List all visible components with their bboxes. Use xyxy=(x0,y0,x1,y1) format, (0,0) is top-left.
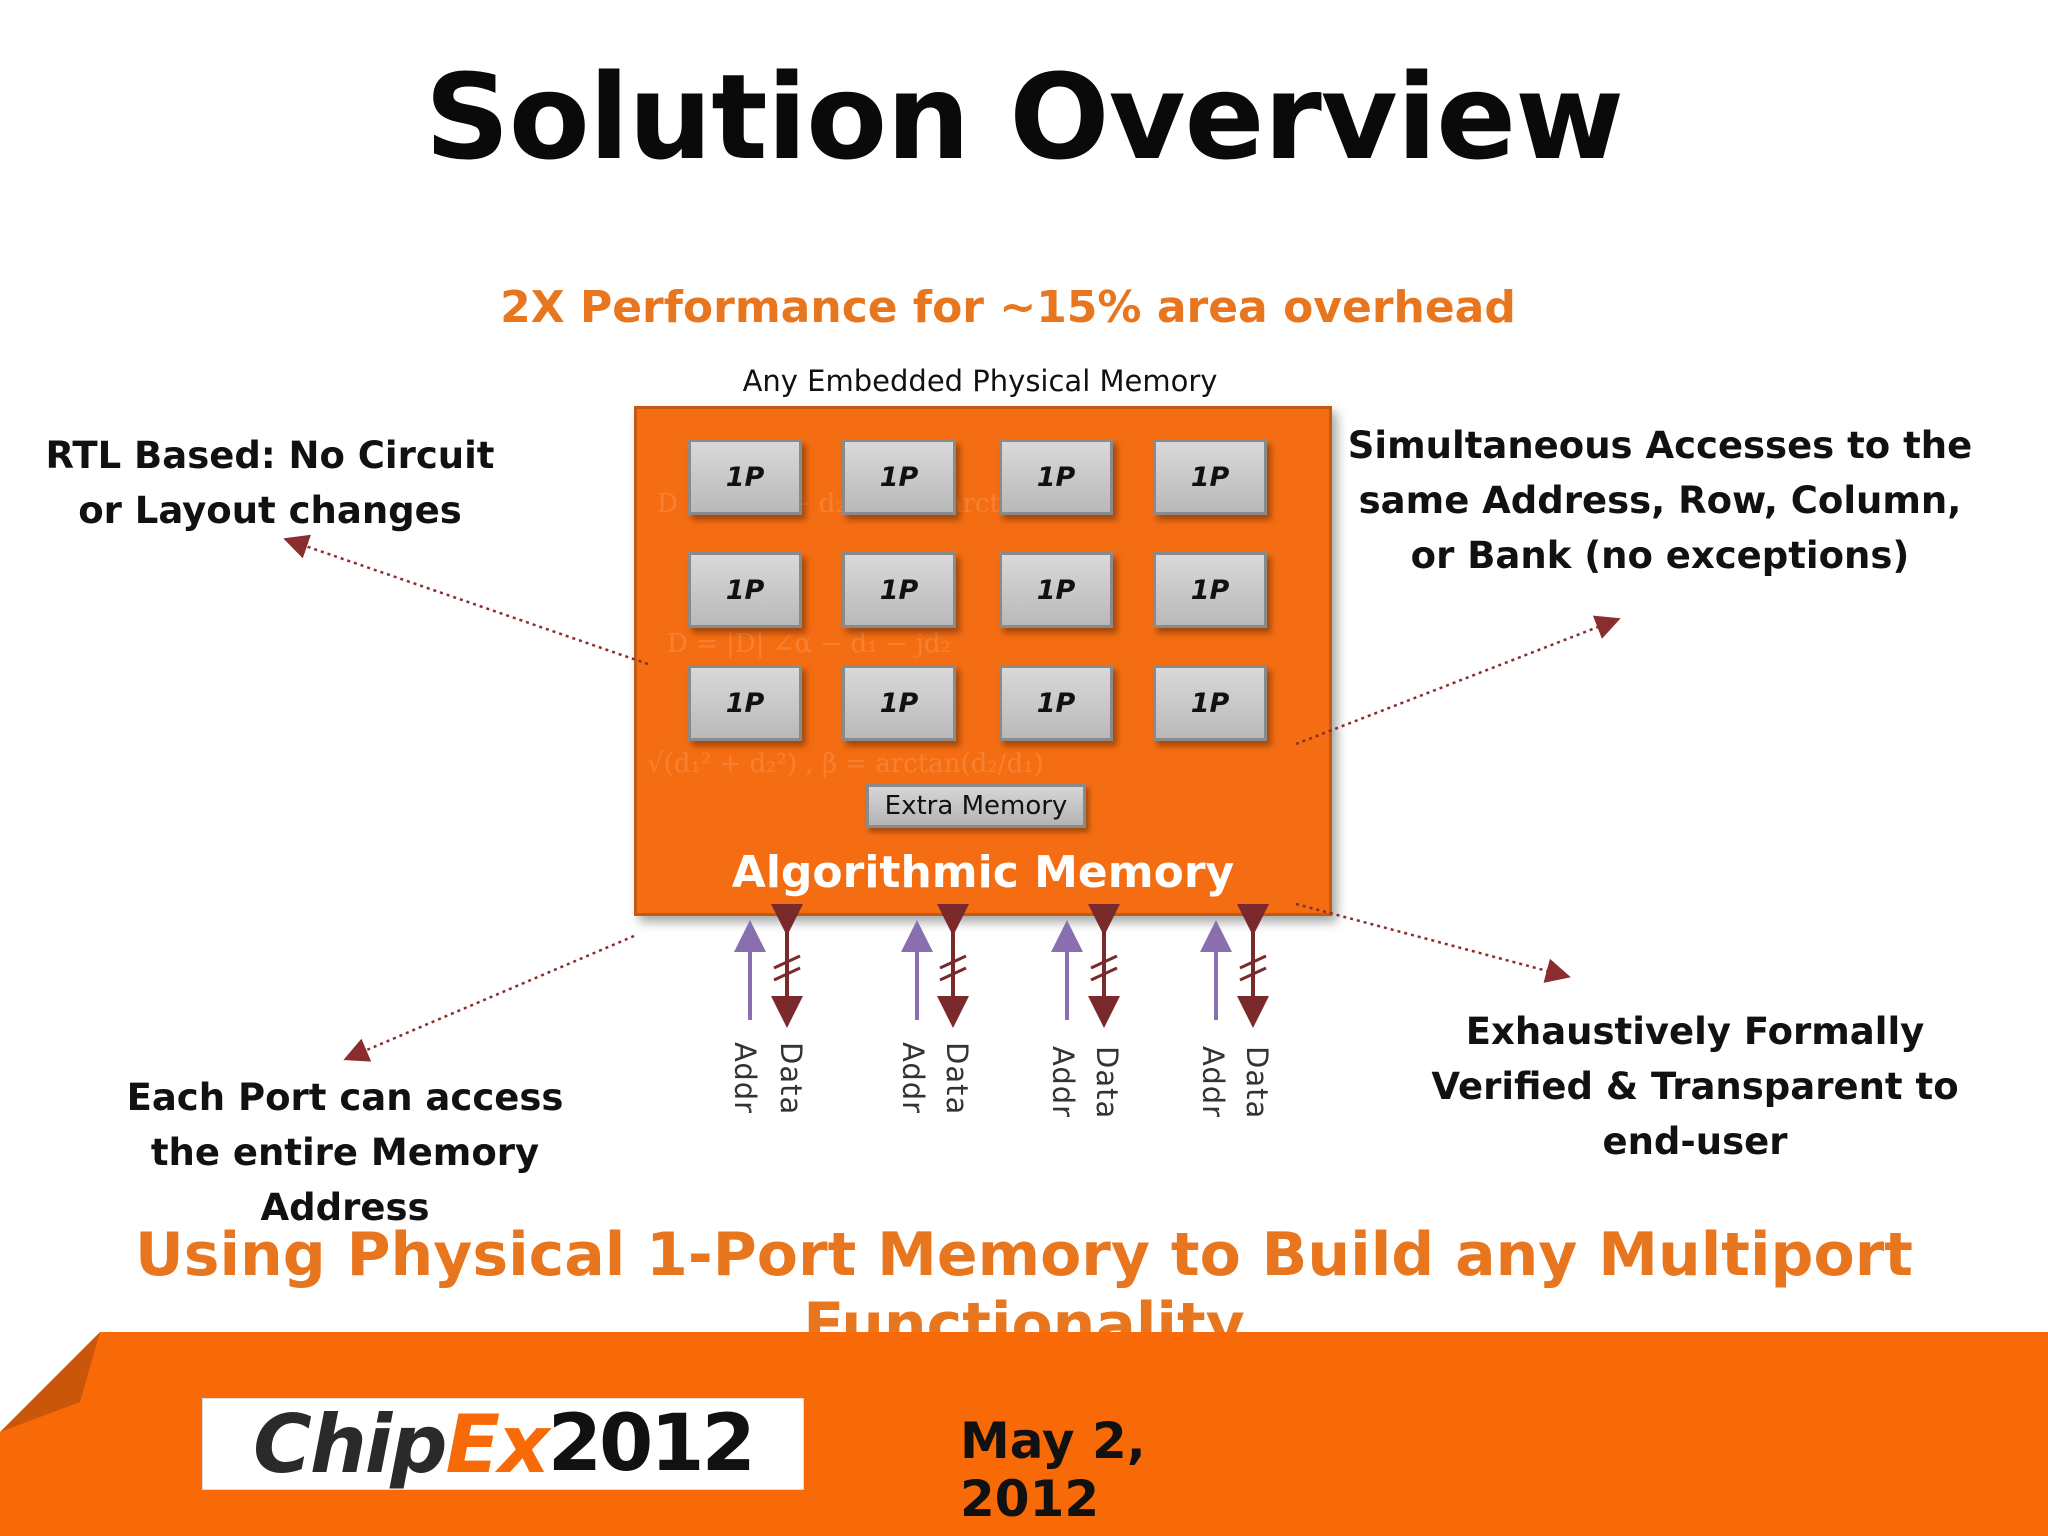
memory-cell-1p: 1P xyxy=(688,552,802,628)
memory-cell-1p: 1P xyxy=(1153,439,1267,515)
memory-cell-1p: 1P xyxy=(1153,665,1267,741)
extra-memory-block: Extra Memory xyxy=(866,784,1086,828)
memory-cell-1p: 1P xyxy=(688,665,802,741)
port-addr-label: Addr xyxy=(1196,1046,1230,1119)
memory-cell-1p: 1P xyxy=(688,439,802,515)
performance-subtitle: 2X Performance for ~15% area overhead xyxy=(500,282,1516,333)
pointer-verified-arrow xyxy=(1295,902,1571,983)
note-port-access: Each Port can access the entire Memory A… xyxy=(126,1076,564,1229)
port-data-label: Data xyxy=(774,1042,808,1116)
note-rtl-based: RTL Based: No Circuit or Layout changes xyxy=(45,434,495,532)
logo-year-text: 2012 xyxy=(547,1399,756,1489)
memory-cell-1p: 1P xyxy=(999,665,1113,741)
memory-caption: Any Embedded Physical Memory xyxy=(742,364,1218,398)
memory-cell-1p: 1P xyxy=(999,439,1113,515)
port-addr-label: Addr xyxy=(1046,1046,1080,1119)
slide-title: Solution Overview xyxy=(424,48,1624,186)
pointer-simultaneous-arrow xyxy=(1295,615,1621,746)
logo-chip-text: Chip xyxy=(253,1397,447,1491)
port-data-label: Data xyxy=(1090,1046,1124,1120)
note-formally-verified: Exhaustively Formally Verified & Transpa… xyxy=(1431,1010,1959,1163)
memory-cell-1p: 1P xyxy=(1153,552,1267,628)
port-data-label: Data xyxy=(1240,1046,1274,1120)
memory-cell-1p: 1P xyxy=(842,552,956,628)
algorithmic-memory-block: D = √(d₁² + d₂²) , α = arctan(d₂/d₁) D =… xyxy=(634,406,1332,916)
pointer-rtl-arrow xyxy=(283,534,649,666)
presentation-date: May 2, 2012 xyxy=(960,1412,1146,1528)
port-addr-label: Addr xyxy=(896,1042,930,1115)
background-formula: D = |D| ∠α − d₁ − jd₂ xyxy=(667,629,951,659)
algorithmic-memory-label: Algorithmic Memory xyxy=(731,847,1235,898)
memory-cell-1p: 1P xyxy=(999,552,1113,628)
logo-ex-text: Ex xyxy=(445,1397,550,1491)
port-addr-label: Addr xyxy=(728,1042,762,1115)
page-curl-decoration xyxy=(0,1332,110,1442)
background-formula: √(d₁² + d₂²) , β = arctan(d₂/d₁) xyxy=(647,749,1044,779)
pointer-port-arrow xyxy=(343,934,635,1062)
memory-cell-1p: 1P xyxy=(842,439,956,515)
note-simultaneous-accesses: Simultaneous Accesses to the same Addres… xyxy=(1347,424,1973,577)
memory-cell-1p: 1P xyxy=(842,665,956,741)
port-data-label: Data xyxy=(940,1042,974,1116)
